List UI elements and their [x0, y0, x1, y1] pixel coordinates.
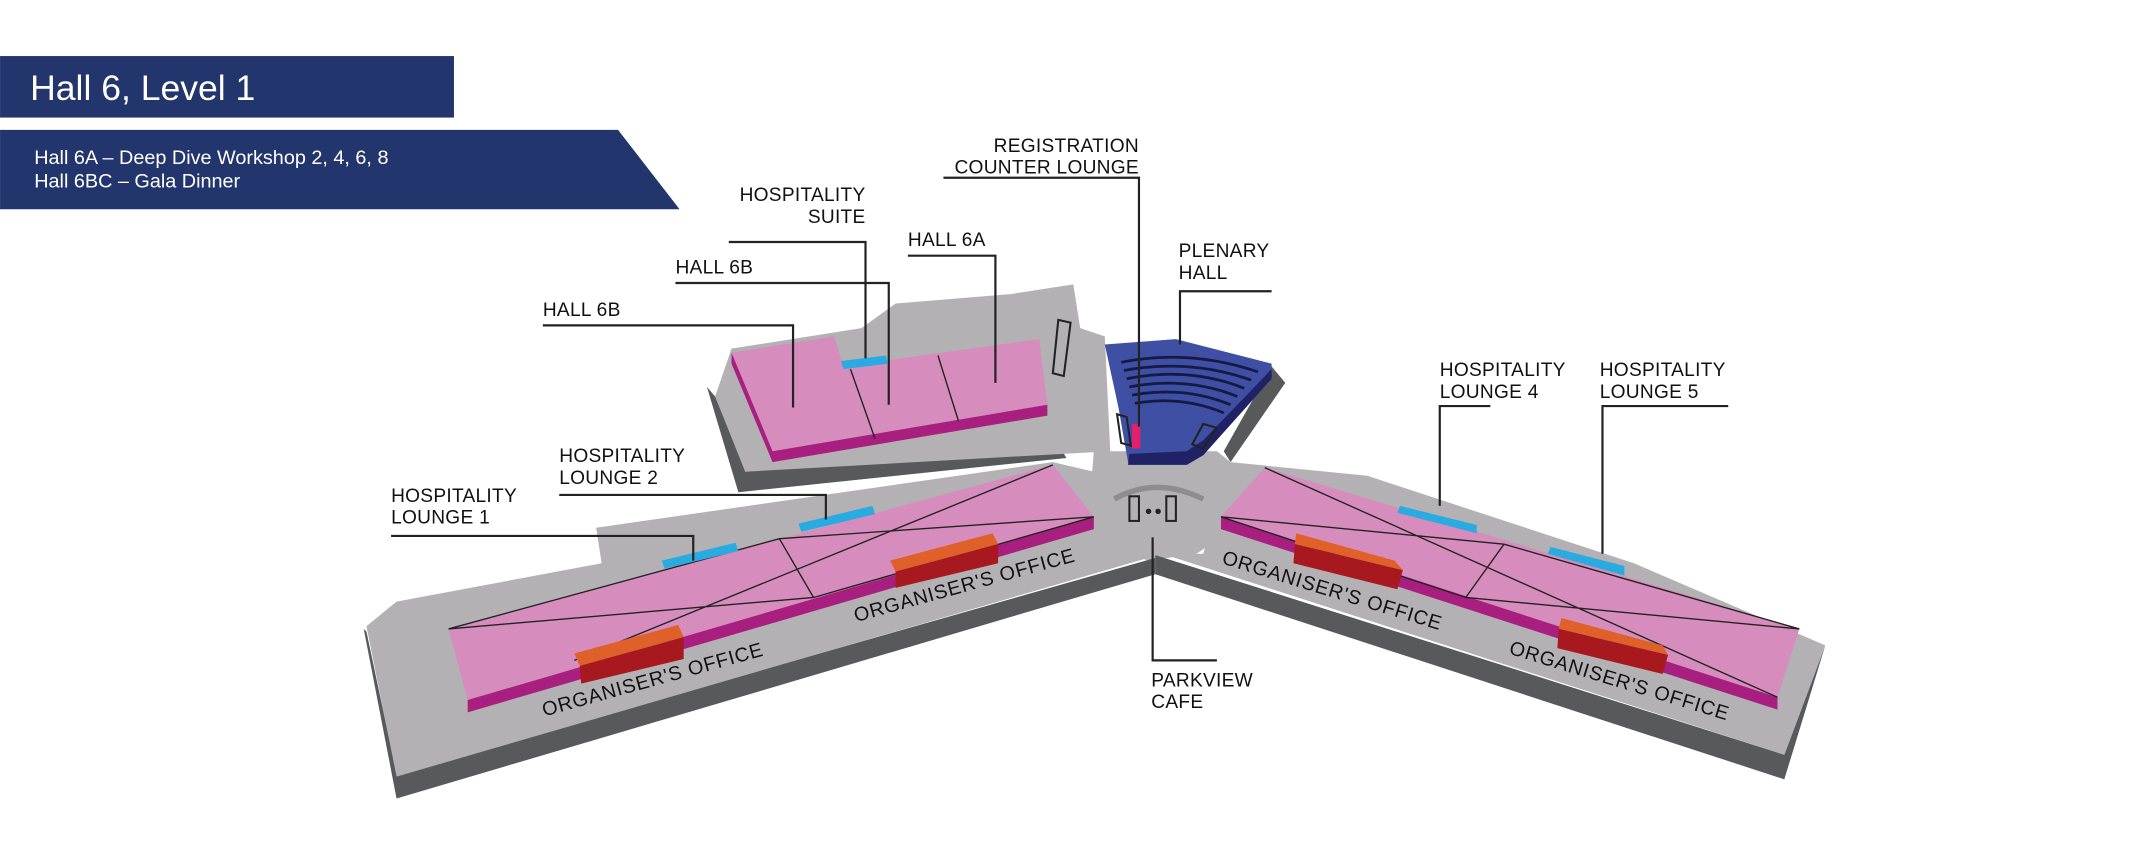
subtitle-banner — [0, 129, 680, 210]
hospitality-suite-label-1: HOSPITALITY — [740, 185, 866, 206]
right-wing: ORGANISER'S OFFICE ORGANISER'S OFFICE — [1155, 462, 1826, 780]
organiser-office-area[interactable] — [895, 544, 999, 588]
hospitality-suite-label-2: SUITE — [808, 207, 866, 228]
hospitality-lounge-5-area[interactable] — [1547, 546, 1625, 576]
lounge-2-label-1: HOSPITALITY — [559, 446, 685, 467]
header: Hall 6, Level 1 Hall 6A – Deep Dive Work… — [0, 56, 680, 210]
cafe-label-2: CAFE — [1151, 692, 1203, 713]
plenary-hall-area[interactable] — [1104, 339, 1272, 463]
registration-label-2: COUNTER LOUNGE — [954, 158, 1138, 179]
lounge-5-label-1: HOSPITALITY — [1600, 360, 1726, 381]
right-hall-area[interactable] — [1220, 467, 1800, 698]
lounge-4-label-1: HOSPITALITY — [1440, 360, 1566, 381]
organiser-office-area[interactable] — [1293, 544, 1403, 590]
organiser-office-area[interactable] — [579, 637, 684, 684]
plenary-label-2: HALL — [1179, 263, 1228, 284]
lounge-1-label-1: HOSPITALITY — [391, 486, 517, 507]
hospitality-suite-area[interactable] — [840, 355, 888, 370]
hospitality-lounge-2-area[interactable] — [798, 505, 876, 532]
hall-6b-upper-label: HALL 6B — [675, 257, 753, 278]
lounge-2-label-2: LOUNGE 2 — [559, 468, 658, 489]
hall-6b-left-area[interactable] — [448, 464, 1094, 701]
hospitality-lounge-4-area[interactable] — [1397, 505, 1477, 534]
lounge-4-label-2: LOUNGE 4 — [1440, 382, 1539, 403]
page-title: Hall 6, Level 1 — [30, 68, 255, 108]
hall-6a-label: HALL 6A — [908, 230, 986, 251]
lounge-5-label-2: LOUNGE 5 — [1600, 382, 1699, 403]
leader-lines — [391, 176, 1729, 662]
hospitality-lounge-1-area[interactable] — [661, 542, 739, 569]
subtitle-line-2: Hall 6BC – Gala Dinner — [34, 170, 240, 192]
registration-label-1: REGISTRATION — [994, 136, 1139, 157]
left-wing: ORGANISER'S OFFICE ORGANISER'S OFFICE — [363, 462, 1156, 799]
upper-wing — [706, 284, 1111, 493]
registration-counter-area[interactable] — [1132, 423, 1141, 449]
hall-6b-left-label: HALL 6B — [543, 300, 621, 321]
subtitle-line-1: Hall 6A – Deep Dive Workshop 2, 4, 6, 8 — [34, 147, 388, 169]
plenary-label-1: PLENARY — [1179, 241, 1270, 262]
title-banner — [0, 56, 454, 118]
map-labels: REGISTRATION COUNTER LOUNGE HOSPITALITY … — [391, 136, 1726, 713]
lounge-1-label-2: LOUNGE 1 — [391, 508, 490, 529]
cafe-label-1: PARKVIEW — [1151, 670, 1253, 691]
organiser-office-area[interactable] — [1557, 628, 1669, 675]
